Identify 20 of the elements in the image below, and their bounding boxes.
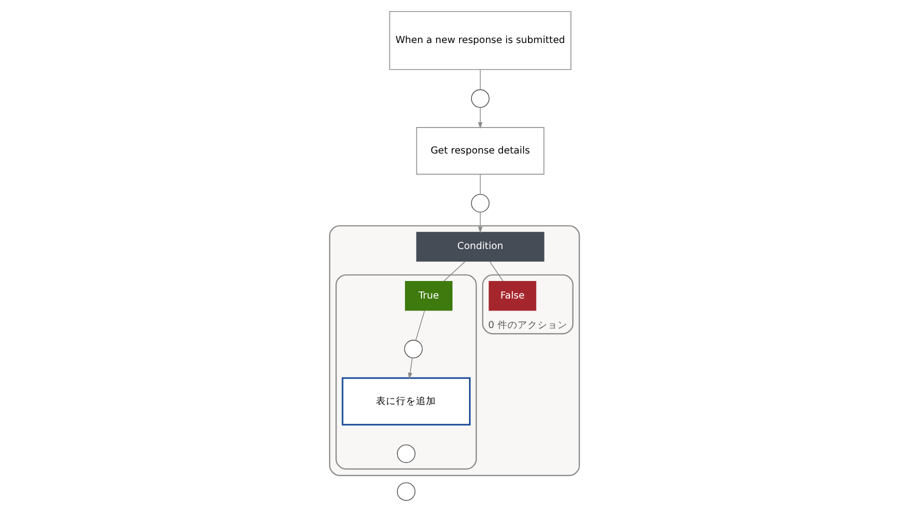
node-circle bbox=[470, 89, 490, 108]
arrow bbox=[478, 212, 482, 234]
node-circle bbox=[404, 340, 422, 358]
node-circle bbox=[396, 444, 415, 463]
connector bbox=[414, 310, 425, 341]
node-box: False bbox=[488, 280, 536, 311]
connector bbox=[442, 260, 466, 282]
node-box: Condition bbox=[416, 232, 544, 262]
connector bbox=[479, 69, 480, 90]
node-box: When a new response is submitted bbox=[388, 11, 571, 70]
cluster bbox=[335, 274, 476, 470]
node-box: Get response details bbox=[416, 127, 544, 175]
node-circle bbox=[396, 482, 415, 501]
connector bbox=[488, 260, 503, 282]
arrow bbox=[407, 358, 412, 380]
node-box: 表に行を追加 bbox=[341, 377, 470, 426]
node-circle bbox=[470, 194, 490, 212]
connector bbox=[479, 174, 480, 195]
node-box: True bbox=[404, 280, 452, 311]
arrow bbox=[478, 107, 482, 129]
